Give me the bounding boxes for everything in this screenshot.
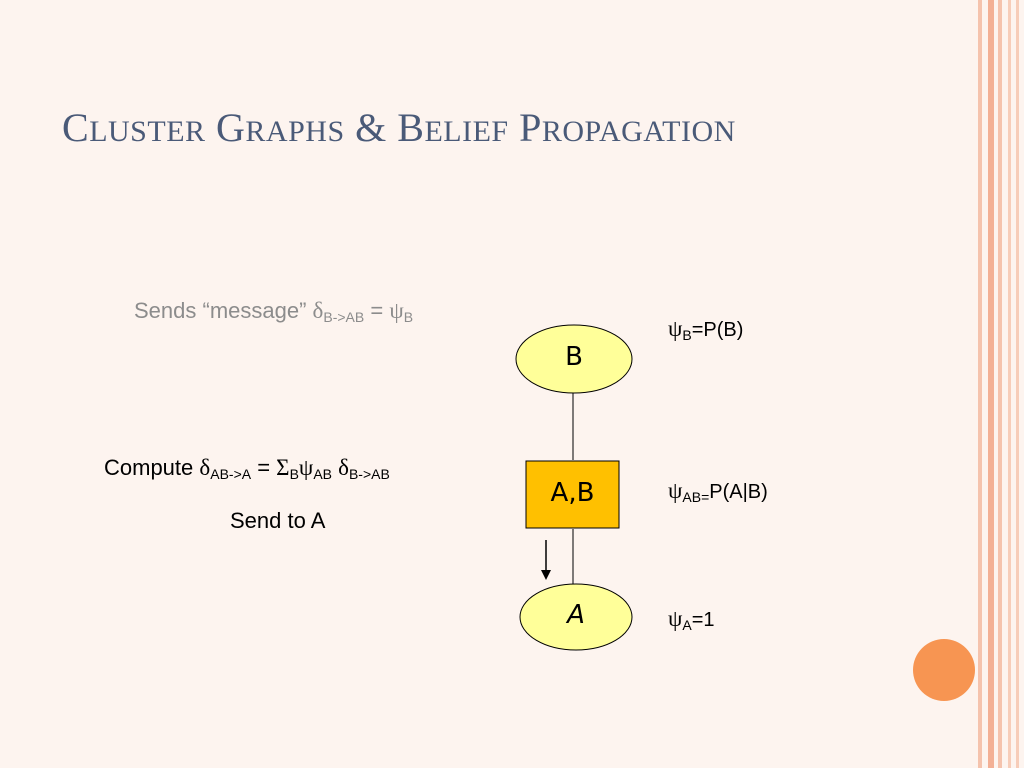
compute-prefix: Compute [104,455,200,480]
message-arrow-head [541,570,551,580]
factor-a-label: ψA=1 [668,606,715,633]
delta-symbol: δ [312,298,324,323]
slide-title: Cluster Graphs & Belief Propagation [62,105,736,150]
sigma-symbol: Σ [276,455,290,480]
psi-symbol: ψ [389,298,404,323]
node-b-label: B [565,342,583,372]
message-prefix: Sends “message” [134,298,313,323]
compute-sub-2: B->AB [348,466,390,482]
factor-a-rhs: =1 [691,609,715,631]
delta-symbol: δ [199,455,211,480]
factor-b-sub: B [682,327,692,343]
delta-symbol: δ [338,455,349,480]
factor-b-label: ψB=P(B) [668,316,743,343]
equals: = [364,298,390,323]
compute-sub-1: AB->A [210,466,252,482]
decorative-stripe [998,0,1002,768]
psi-symbol: ψ [668,478,683,503]
factor-ab-label: ψAB=P(A|B) [668,478,768,505]
psi-symbol: ψ [668,606,683,631]
send-text: Send to A [230,508,326,533]
accent-circle [913,639,975,701]
decorative-stripe [1008,0,1011,768]
node-ab-label: A,B [550,478,595,508]
message-text: Sends “message” δB->AB = ψB [134,298,413,325]
node-a-label: A [567,600,585,630]
factor-a-sub: A [682,617,692,633]
decorative-stripe [1016,0,1019,768]
node-ab-box [525,460,620,529]
decorative-stripe [978,0,982,768]
factor-ab-sub: AB= [682,489,710,505]
factor-b-rhs: =P(B) [691,319,744,341]
node-a-ellipse [519,583,633,651]
message-sub-1: B->AB [323,309,365,325]
message-sub-2: B [403,309,414,325]
factor-ab-rhs: P(A|B) [709,481,768,503]
decorative-stripe [988,0,994,768]
sigma-sub: B [289,466,299,482]
psi-symbol: ψ [298,455,314,480]
node-b-ellipse [515,324,633,394]
equals: = [251,455,277,480]
compute-text: Compute δAB->A = ΣBψAB δB->AB [104,455,390,482]
psi-sub: AB [313,466,332,482]
psi-symbol: ψ [668,316,683,341]
